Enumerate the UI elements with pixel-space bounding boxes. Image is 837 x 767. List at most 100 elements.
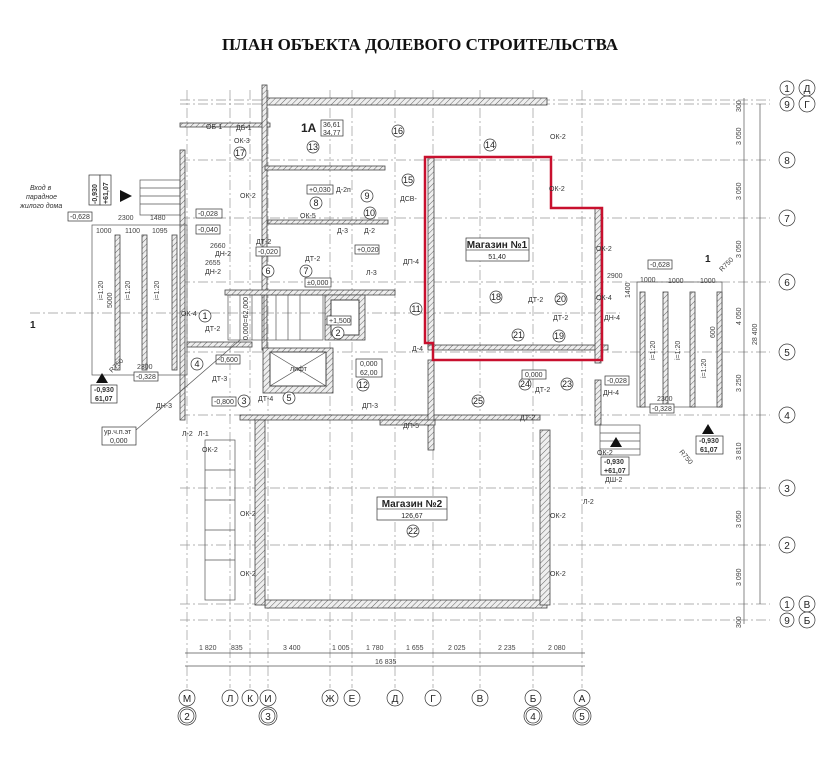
svg-text:В: В [804, 600, 811, 611]
svg-text:34,77: 34,77 [323, 130, 341, 137]
svg-text:ДП-3: ДП-3 [362, 403, 378, 410]
svg-text:2660: 2660 [210, 243, 226, 250]
svg-text:ОК-5: ОК-5 [300, 213, 316, 220]
svg-text:23: 23 [562, 379, 572, 389]
svg-text:ОК-3: ОК-3 [234, 138, 250, 145]
svg-text:4: 4 [530, 712, 536, 723]
svg-text:ОК-4: ОК-4 [596, 295, 612, 302]
svg-text:1: 1 [784, 84, 790, 95]
svg-text:-0,328: -0,328 [136, 374, 156, 381]
svg-text:±0,000: ±0,000 [307, 280, 328, 287]
svg-text:парадное: парадное [26, 193, 57, 201]
svg-text:6: 6 [265, 266, 270, 276]
svg-text:Л-2: Л-2 [182, 431, 193, 438]
svg-text:ОК-2: ОК-2 [550, 134, 566, 141]
svg-text:ОК-4: ОК-4 [181, 311, 197, 318]
svg-text:ОК-2: ОК-2 [240, 511, 256, 518]
svg-text:ДТ-2: ДТ-2 [553, 315, 568, 322]
svg-text:ДШ-2: ДШ-2 [605, 477, 622, 484]
svg-text:1 820: 1 820 [199, 645, 217, 652]
svg-text:Е: Е [349, 694, 356, 705]
svg-text:600: 600 [710, 326, 717, 338]
svg-text:-0,800: -0,800 [214, 399, 234, 406]
svg-text:ур.ч.п.эт: ур.ч.п.эт [104, 429, 132, 436]
svg-text:i=1:20: i=1:20 [98, 281, 105, 300]
svg-text:ОК-2: ОК-2 [597, 450, 613, 457]
svg-text:21: 21 [513, 330, 523, 340]
svg-text:Д: Д [392, 694, 399, 705]
svg-text:1: 1 [202, 311, 207, 321]
svg-text:+61,07: +61,07 [604, 468, 626, 475]
svg-text:2 025: 2 025 [448, 645, 466, 652]
svg-text:62,00: 62,00 [360, 370, 378, 377]
svg-text:1 780: 1 780 [366, 645, 384, 652]
svg-text:0,000: 0,000 [110, 438, 128, 445]
svg-text:3 400: 3 400 [283, 645, 301, 652]
svg-text:ОК-2: ОК-2 [240, 193, 256, 200]
svg-text:ДН-3: ДН-3 [156, 403, 172, 410]
svg-text:2: 2 [335, 328, 340, 338]
svg-text:М: М [183, 694, 191, 705]
svg-text:А: А [579, 694, 586, 705]
svg-text:10: 10 [365, 208, 375, 218]
shop-2-label: Магазин №2 126,67 [376, 496, 448, 521]
svg-text:61,07: 61,07 [95, 396, 113, 403]
svg-text:Ж: Ж [325, 694, 335, 705]
svg-text:9: 9 [784, 100, 790, 111]
svg-text:28 400: 28 400 [752, 323, 759, 345]
svg-text:-0,930: -0,930 [94, 387, 114, 394]
svg-text:4 050: 4 050 [736, 307, 743, 325]
svg-text:ДП-5: ДП-5 [403, 423, 419, 430]
svg-text:ОБ-1: ОБ-1 [206, 124, 222, 131]
svg-text:5: 5 [286, 393, 291, 403]
svg-text:Л: Л [227, 694, 234, 705]
svg-text:3: 3 [784, 484, 790, 495]
svg-text:ДСВ-: ДСВ- [400, 196, 417, 203]
svg-text:13: 13 [308, 142, 318, 152]
svg-text:R750: R750 [677, 449, 693, 466]
svg-text:ДТ-2: ДТ-2 [256, 239, 271, 246]
svg-text:ДН-4: ДН-4 [604, 315, 620, 322]
element-labels: Вход в парадное жилого дома ОБ-1 ДБ-1 ОК… [19, 124, 711, 578]
svg-text:ОК-2: ОК-2 [240, 571, 256, 578]
svg-text:Г: Г [804, 100, 810, 111]
svg-text:16: 16 [393, 126, 403, 136]
svg-text:5000: 5000 [107, 292, 114, 308]
svg-text:И: И [264, 694, 271, 705]
svg-text:19: 19 [554, 331, 564, 341]
svg-text:2300: 2300 [657, 396, 673, 403]
svg-text:3 050: 3 050 [736, 240, 743, 258]
svg-text:20: 20 [556, 294, 566, 304]
svg-text:1000: 1000 [700, 278, 716, 285]
svg-text:2655: 2655 [205, 260, 221, 267]
svg-text:1000: 1000 [668, 278, 684, 285]
svg-text:-0,930: -0,930 [92, 184, 99, 204]
svg-text:Д-2: Д-2 [364, 228, 375, 235]
page-title: ПЛАН ОБЪЕКТА ДОЛЕВОГО СТРОИТЕЛЬСТВА [222, 35, 619, 54]
svg-text:22: 22 [408, 526, 418, 536]
svg-text:-0,600: -0,600 [218, 357, 238, 364]
shop-1-label: Магазин №1 51,40 [465, 237, 530, 262]
svg-text:15: 15 [403, 175, 413, 185]
svg-text:61,07: 61,07 [700, 447, 718, 454]
svg-text:9: 9 [784, 616, 790, 627]
svg-text:ДТ-2: ДТ-2 [535, 387, 550, 394]
svg-text:ДБ-1: ДБ-1 [236, 125, 252, 132]
svg-text:i=1:20: i=1:20 [675, 341, 682, 360]
svg-text:+0,020: +0,020 [357, 247, 379, 254]
svg-text:ДН-2: ДН-2 [205, 269, 221, 276]
svg-text:2900: 2900 [607, 273, 623, 280]
level-marks: +0,030 -0,028 -0,040 -0,020 +0,020 ±0,00… [67, 174, 724, 476]
svg-text:2300: 2300 [137, 364, 153, 371]
svg-text:i=1:20: i=1:20 [650, 341, 657, 360]
svg-text:ДП-4: ДП-4 [403, 259, 419, 266]
bottom-axis-markers: М Л К И Ж Е Д Г В Б А 2 3 4 5 [177, 689, 592, 726]
svg-text:1А: 1А [301, 121, 317, 135]
svg-text:1480: 1480 [150, 215, 166, 222]
svg-text:Д-3: Д-3 [337, 228, 348, 235]
shop-1-highlight[interactable] [423, 155, 604, 362]
svg-text:Г: Г [430, 694, 436, 705]
svg-text:ОК-2: ОК-2 [549, 186, 565, 193]
svg-text:-0,040: -0,040 [198, 227, 218, 234]
